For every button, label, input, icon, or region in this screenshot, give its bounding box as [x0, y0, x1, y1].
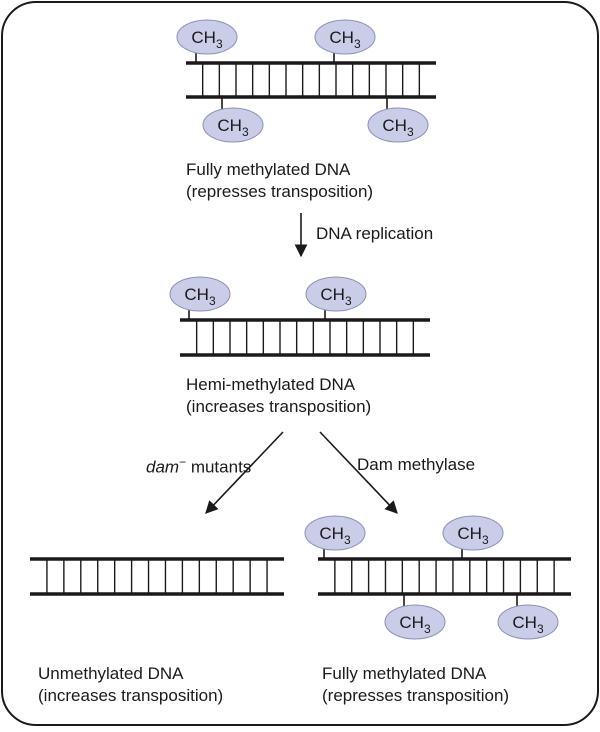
caption-line2: (represses transposition) — [322, 686, 510, 705]
caption-line2: (represses transposition) — [186, 182, 374, 201]
methyl-label: CH3 — [399, 613, 431, 636]
methyl-label: CH3 — [512, 613, 544, 636]
methyl-oval — [304, 515, 366, 551]
methyl-label: CH3 — [191, 28, 223, 51]
methyl-group: CH3 — [176, 19, 238, 63]
methyl-group: CH3 — [367, 97, 429, 143]
methyl-group: CH3 — [384, 594, 446, 640]
methyl-oval — [314, 19, 376, 55]
dna-hemi-methylated: CH3 CH3 — [169, 276, 430, 357]
dam-superscript: − — [179, 455, 187, 469]
caption-line1: Unmethylated DNA — [38, 664, 184, 683]
methyl-group: CH3 — [304, 515, 366, 559]
methyl-label: CH3 — [320, 285, 352, 308]
methyl-label: CH3 — [184, 285, 216, 308]
dam-methylase-arrow — [319, 431, 398, 514]
dna-unmethylated — [30, 557, 284, 596]
caption-fully-methylated-bottom: Fully methylated DNA (represses transpos… — [322, 663, 509, 707]
caption-fully-methylated-top: Fully methylated DNA (represses transpos… — [186, 159, 373, 203]
methyl-label: CH3 — [382, 116, 414, 139]
dam-mutant-arrow — [205, 431, 284, 514]
caption-unmethylated: Unmethylated DNA (increases transpositio… — [38, 663, 223, 707]
methyl-oval — [176, 19, 238, 55]
dam-italic: dam — [146, 457, 180, 477]
label-dam-methylase: Dam methylase — [357, 455, 476, 474]
methyl-oval — [384, 604, 446, 640]
label-dam-mutants: dam− mutants — [146, 455, 251, 478]
methyl-group: CH3 — [314, 19, 376, 63]
caption-line1: Fully methylated DNA — [322, 664, 487, 683]
methyl-group: CH3 — [305, 276, 367, 320]
methyl-oval — [497, 604, 559, 640]
methyl-oval — [305, 276, 367, 312]
methyl-group: CH3 — [497, 594, 559, 640]
methyl-group: CH3 — [169, 276, 231, 320]
methyl-oval — [202, 107, 264, 143]
methyl-label: CH3 — [457, 524, 489, 547]
methyl-oval — [367, 107, 429, 143]
dam-mutants-rest: mutants — [186, 457, 252, 477]
caption-hemi-methylated: Hemi-methylated DNA (increases transposi… — [186, 374, 371, 418]
methyl-label: CH3 — [329, 28, 361, 51]
caption-line2: (increases transposition) — [38, 686, 224, 705]
methyl-oval — [169, 276, 231, 312]
methyl-group: CH3 — [202, 97, 264, 143]
caption-line2: (increases transposition) — [186, 397, 372, 416]
label-dna-replication: DNA replication — [316, 224, 434, 243]
caption-line1: Hemi-methylated DNA — [186, 375, 356, 394]
methyl-group: CH3 — [442, 515, 504, 559]
caption-line1: Fully methylated DNA — [186, 160, 351, 179]
methyl-label: CH3 — [217, 116, 249, 139]
methyl-oval — [442, 515, 504, 551]
methyl-label: CH3 — [319, 524, 351, 547]
